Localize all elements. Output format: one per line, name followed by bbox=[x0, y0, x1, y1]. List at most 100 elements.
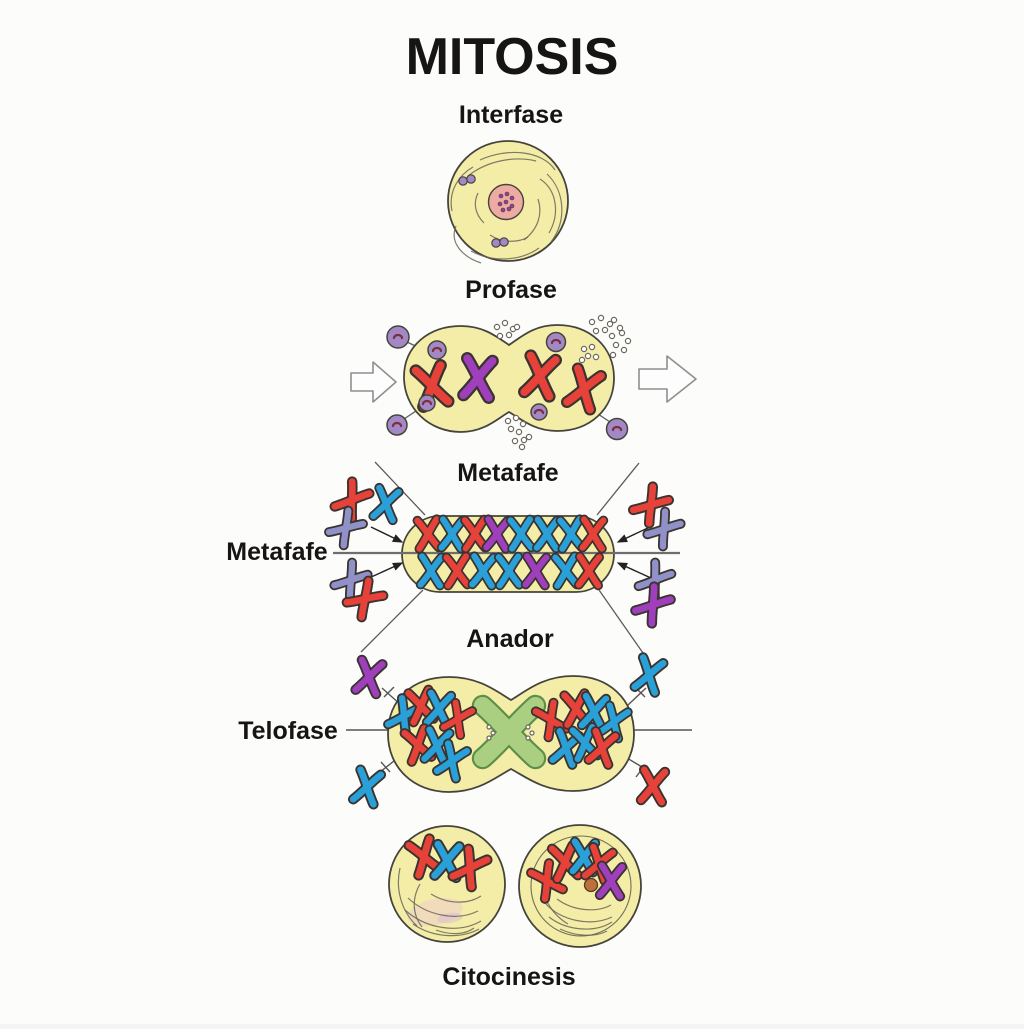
chromosome-blue bbox=[432, 738, 472, 784]
chromatin-line bbox=[404, 909, 482, 929]
vesicle-dot bbox=[580, 345, 588, 353]
spindle-arrow bbox=[370, 526, 404, 543]
vesicle-dot bbox=[588, 318, 596, 326]
chromosome-blue bbox=[505, 514, 537, 554]
metafase-stage bbox=[324, 461, 686, 654]
chromatin-line bbox=[489, 234, 529, 242]
chromosome-red bbox=[573, 551, 605, 591]
vesicle-dot bbox=[512, 414, 520, 422]
chromosome-blue bbox=[415, 551, 447, 591]
chromosomes bbox=[403, 833, 493, 893]
spindle-line bbox=[360, 589, 424, 653]
vesicle-dot bbox=[624, 337, 632, 345]
vesicle-dot bbox=[592, 327, 600, 335]
centrosome bbox=[545, 331, 567, 353]
chromosome-red bbox=[399, 723, 437, 767]
chromosome-purple bbox=[350, 654, 388, 700]
chromatin-line bbox=[559, 928, 608, 936]
label-anafase: Anador bbox=[466, 625, 554, 653]
vesicle-dot bbox=[513, 323, 521, 331]
spindle-line bbox=[598, 589, 644, 654]
chromosome-blue bbox=[493, 551, 525, 591]
chromatin-line bbox=[435, 927, 475, 935]
chromosome-purple bbox=[594, 860, 628, 902]
telofase-stage bbox=[346, 652, 692, 810]
label-profase: Profase bbox=[465, 276, 557, 304]
label-metafase-top: Metafafe bbox=[457, 459, 559, 487]
nucleolus-dots bbox=[497, 191, 515, 213]
chromosome-purple bbox=[481, 514, 513, 554]
vesicle-dot bbox=[496, 332, 504, 340]
chromatin-threads bbox=[450, 151, 563, 264]
centrosome bbox=[427, 340, 447, 360]
chromosome-blue bbox=[368, 482, 404, 526]
chromosome-lavender bbox=[324, 505, 368, 551]
vesicle-dot bbox=[618, 329, 626, 337]
chromosome-red bbox=[412, 514, 444, 554]
metafase-chromosomes bbox=[412, 514, 609, 591]
vesicle-dot bbox=[529, 730, 535, 736]
chromosome-blue bbox=[467, 551, 499, 591]
vesicle-dot bbox=[486, 724, 492, 730]
vesicle-dot bbox=[525, 724, 531, 730]
telofase-chromosomes bbox=[383, 684, 633, 784]
chromosome-red bbox=[583, 726, 621, 770]
vesicle-dot bbox=[486, 735, 492, 741]
cytokinesis-cell-right bbox=[518, 824, 642, 948]
chromosome-purple bbox=[457, 352, 499, 404]
vesicle-dot bbox=[610, 316, 618, 324]
chromosome-blue bbox=[347, 764, 387, 810]
free-chromosomes bbox=[324, 476, 686, 629]
vesicle-dot bbox=[525, 433, 533, 441]
chromosome-blue bbox=[436, 514, 468, 554]
label-metafase-left: Metafafe bbox=[226, 538, 328, 566]
interfase-cell bbox=[447, 140, 569, 264]
vesicle-dot bbox=[507, 425, 515, 433]
vesicle-dot bbox=[578, 356, 586, 364]
chromatin-line bbox=[479, 151, 556, 171]
page-title: MITOSIS bbox=[406, 28, 619, 86]
chromosome-red bbox=[518, 349, 562, 403]
chromatin-line bbox=[470, 247, 540, 260]
vesicle-dot bbox=[612, 341, 620, 349]
nucleolus bbox=[583, 877, 599, 893]
citocinesis-stage bbox=[388, 824, 642, 948]
vesicle-dot bbox=[520, 436, 528, 444]
chromosome-blue bbox=[419, 724, 455, 768]
chromosome-red bbox=[577, 514, 609, 554]
chromosome-blue bbox=[629, 652, 669, 698]
chromosome-red bbox=[635, 764, 671, 808]
chromosome-red bbox=[438, 698, 478, 740]
chromosome-red bbox=[441, 551, 473, 591]
centrosome bbox=[418, 394, 436, 412]
flow-arrow-left bbox=[350, 361, 397, 403]
label-citocinesis: Citocinesis bbox=[442, 963, 575, 991]
chromosome-lavender bbox=[642, 506, 686, 552]
chromosomes bbox=[526, 836, 628, 904]
chromatin-line bbox=[546, 173, 563, 243]
vesicle-dot bbox=[588, 343, 596, 351]
chromatin-line bbox=[397, 867, 418, 927]
chromosome-red bbox=[627, 481, 675, 529]
centrosome bbox=[605, 417, 629, 441]
vesicle-dot bbox=[620, 346, 628, 354]
chromatin-line bbox=[450, 166, 474, 212]
chromosome-red bbox=[447, 843, 493, 893]
flow-arrow-right bbox=[638, 355, 697, 403]
profase-cell bbox=[403, 324, 615, 433]
chromatin-threads bbox=[542, 892, 613, 936]
vesicle-dot bbox=[490, 730, 496, 736]
vesicle-dot bbox=[592, 353, 600, 361]
vesicle-dot bbox=[609, 351, 617, 359]
chromatin-line bbox=[548, 916, 613, 930]
chromosome-red bbox=[341, 575, 389, 623]
chromatin-line bbox=[413, 883, 423, 928]
spindle-arrow bbox=[616, 562, 652, 579]
centrosome bbox=[530, 403, 548, 421]
free-chromosomes bbox=[347, 652, 671, 810]
chromosome-purple bbox=[520, 551, 552, 591]
chromosome-blue bbox=[531, 514, 563, 554]
chromatin-line bbox=[407, 897, 479, 917]
chromosome-purple bbox=[630, 581, 676, 629]
vesicle-dot bbox=[597, 314, 605, 322]
